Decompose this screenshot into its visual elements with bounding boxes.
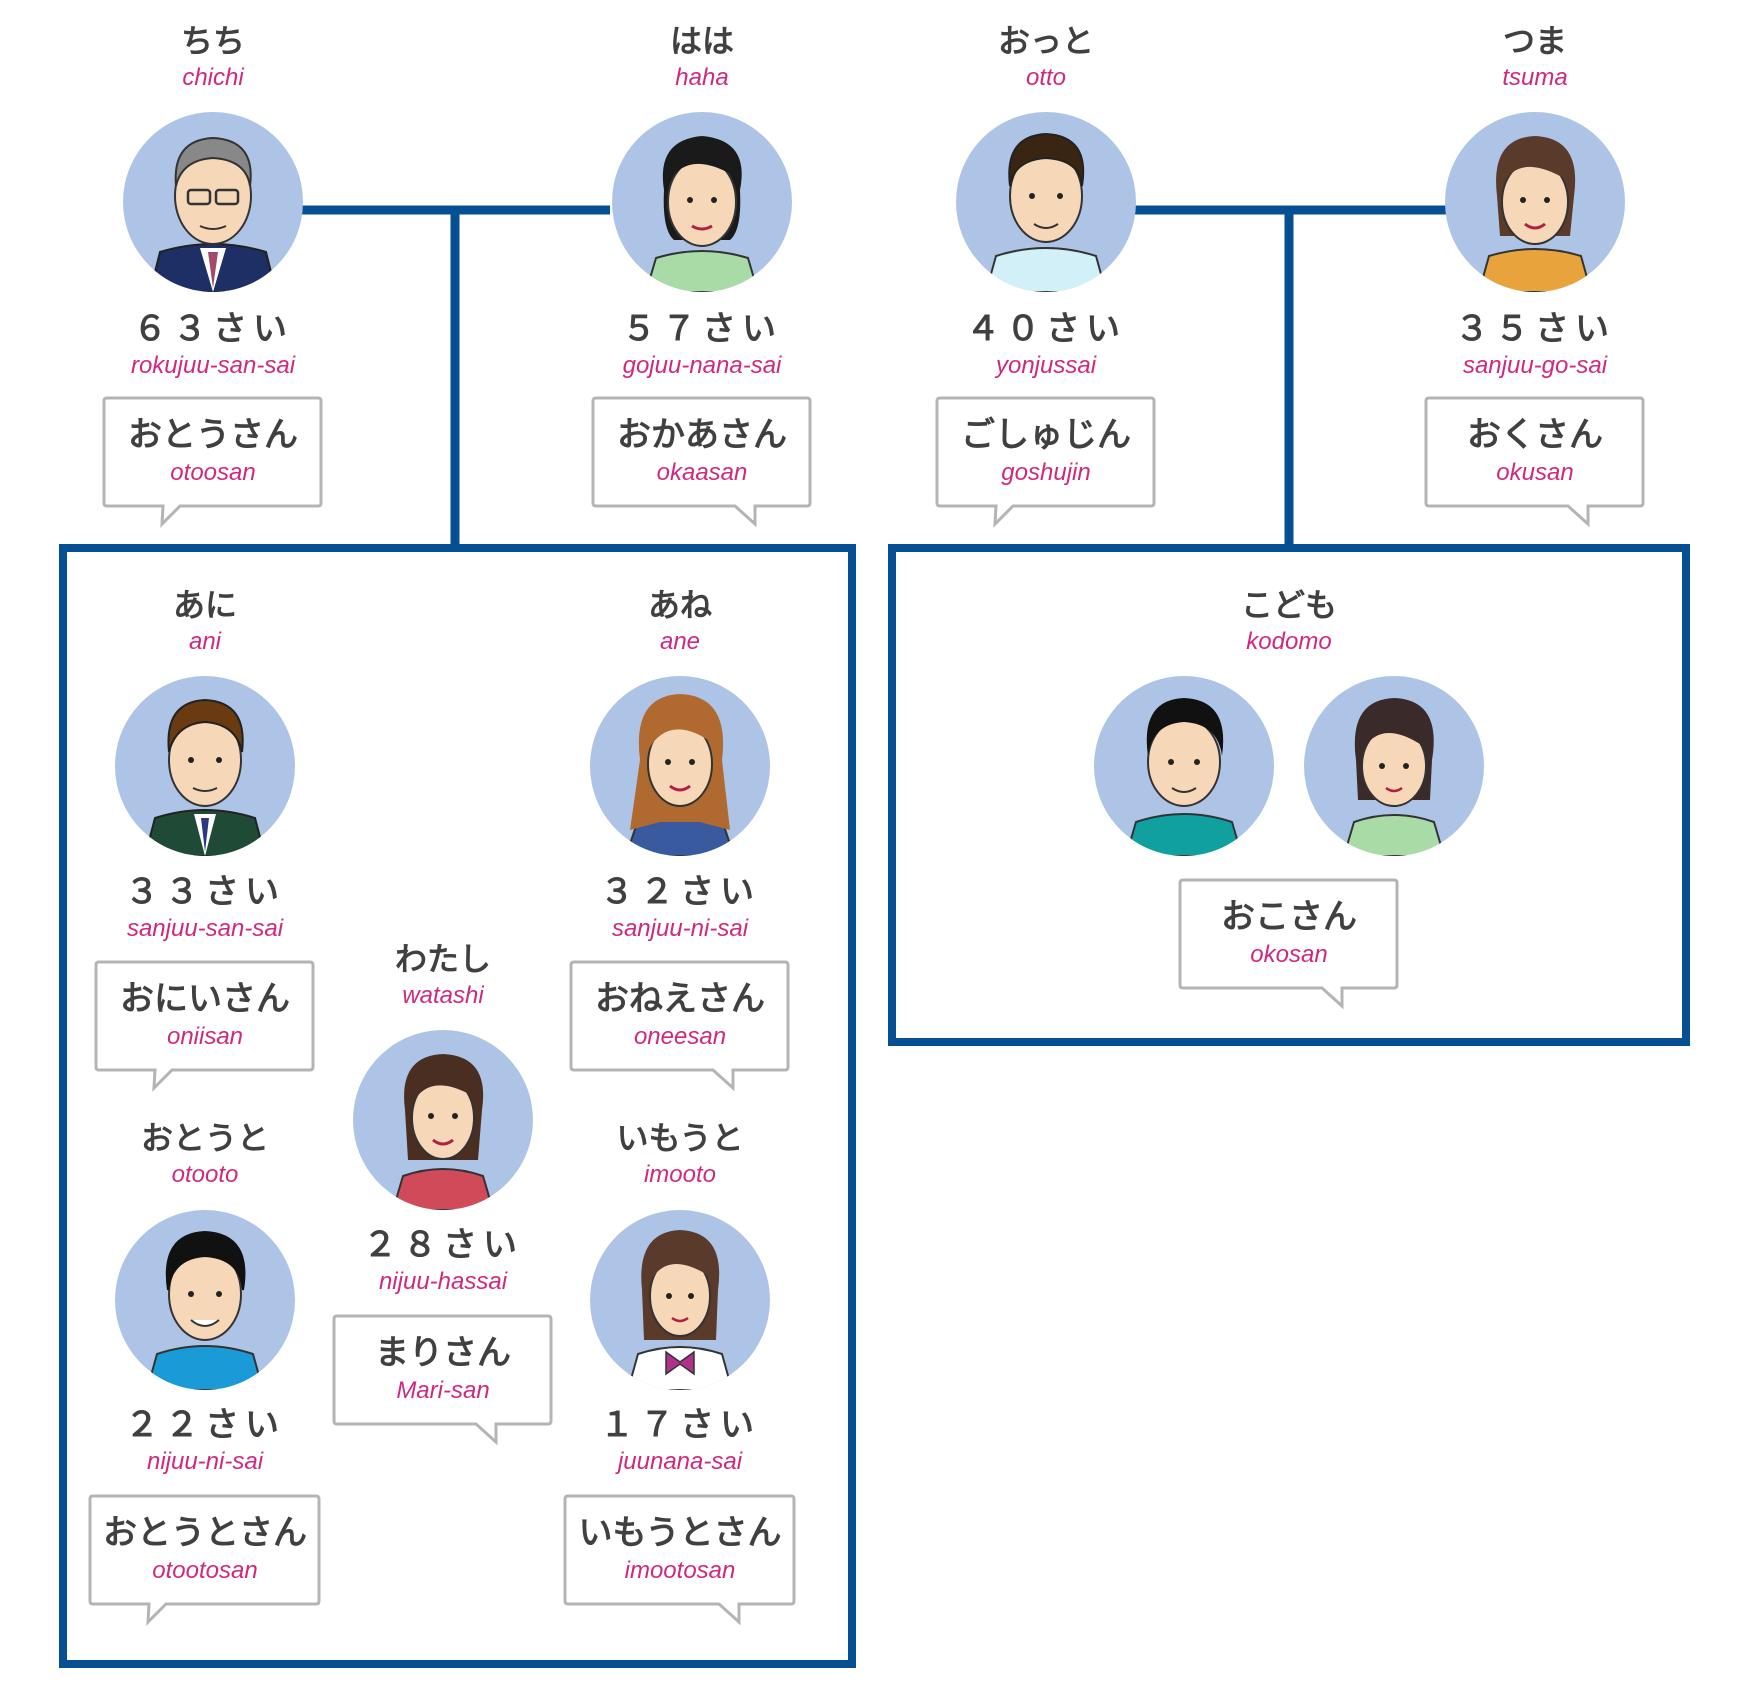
polite-term: おねえさん	[595, 979, 765, 1019]
woman-icon	[1445, 112, 1625, 292]
speech-bubble	[569, 960, 790, 1092]
age-romaji: sanjuu-ni-sai	[612, 915, 749, 942]
kinship-romaji: imooto	[644, 1161, 716, 1188]
speech-bubble	[94, 960, 315, 1092]
man-in-suit-icon	[115, 676, 295, 856]
schoolgirl-icon	[590, 1210, 770, 1390]
person-watashi: わたし watashi ２８さい nijuu-hassai まりさん Mari-…	[332, 940, 553, 1446]
polite-romaji: otootosan	[152, 1557, 257, 1584]
connector-lines	[300, 205, 1448, 548]
age: ３５さい	[1455, 309, 1615, 349]
person-ane: あね ane ３２さい sanjuu-ni-sai おねえさん oneesan	[569, 586, 790, 1092]
kinship-romaji: watashi	[402, 982, 484, 1009]
kinship-romaji: otto	[1026, 64, 1066, 91]
speech-bubble	[563, 1494, 796, 1626]
age-romaji: juunana-sai	[615, 1448, 743, 1475]
children-group-box	[888, 544, 1690, 1046]
age: ２２さい	[125, 1405, 285, 1445]
polite-term: おくさん	[1467, 415, 1603, 455]
boy-icon	[1094, 676, 1274, 856]
person-haha: はは haha ５７さい gojuu-nana-sai おかあさん okaasa…	[591, 22, 812, 528]
person-ani: あに ani ３３さい sanjuu-san-sai おにいさん oniisan	[94, 586, 315, 1092]
speech-bubble	[88, 1494, 321, 1626]
young-woman-icon	[353, 1030, 533, 1210]
speech-bubble	[102, 396, 323, 528]
polite-romaji: oniisan	[167, 1023, 243, 1050]
age-romaji: sanjuu-go-sai	[1463, 352, 1608, 379]
kinship-romaji: kodomo	[1246, 628, 1331, 655]
person-chichi: ちち chichi ６３さい rokujuu-san-sai おとうさん oto…	[102, 22, 323, 528]
speech-bubble	[935, 396, 1156, 528]
kinship-term: こども	[1241, 586, 1337, 624]
age-romaji: nijuu-ni-sai	[147, 1448, 264, 1475]
kinship-romaji: chichi	[182, 64, 244, 91]
woman-long-hair-icon	[590, 676, 770, 856]
person-otto: おっと otto ４０さい yonjussai ごしゅじん goshujin	[935, 22, 1156, 528]
age: ３３さい	[125, 872, 285, 912]
kinship-term: いもうと	[616, 1119, 743, 1157]
kinship-term: あに	[173, 586, 237, 624]
age-romaji: nijuu-hassai	[379, 1268, 508, 1295]
kinship-romaji: ane	[660, 628, 700, 655]
kinship-romaji: tsuma	[1502, 64, 1567, 91]
kinship-term: おっと	[998, 22, 1094, 60]
speech-bubble	[332, 1314, 553, 1446]
polite-term: まりさん	[375, 1333, 511, 1373]
kinship-term: おとうと	[141, 1119, 269, 1157]
kinship-term: はは	[670, 22, 734, 60]
polite-term: おとうさん	[128, 415, 298, 455]
polite-term: ごしゅじん	[961, 415, 1131, 455]
polite-term: いもうとさん	[579, 1513, 782, 1553]
polite-romaji: Mari-san	[396, 1377, 489, 1404]
older-man-with-glasses-icon	[123, 112, 303, 292]
kinship-romaji: otooto	[172, 1161, 239, 1188]
age: ５７さい	[622, 309, 782, 349]
age: ４０さい	[966, 309, 1126, 349]
kinship-term: ちち	[181, 22, 245, 60]
kinship-romaji: ani	[189, 628, 222, 655]
polite-term: おこさん	[1221, 897, 1357, 937]
girl-icon	[1304, 676, 1484, 856]
young-man-icon	[115, 1210, 295, 1390]
person-imooto: いもうと imooto １７さい juunana-sai いもうとさん imoo…	[563, 1119, 796, 1626]
person-tsuma: つま tsuma ３５さい sanjuu-go-sai おくさん okusan	[1424, 22, 1645, 528]
kinship-term: わたし	[395, 940, 491, 978]
kinship-term: つま	[1503, 22, 1567, 60]
age-romaji: yonjussai	[994, 352, 1097, 379]
speech-bubble	[591, 396, 812, 528]
age: ２８さい	[363, 1225, 523, 1265]
man-icon	[956, 112, 1136, 292]
kinship-term: あね	[648, 586, 712, 624]
polite-romaji: goshujin	[1001, 459, 1090, 486]
age: ６３さい	[133, 309, 293, 349]
speech-bubble	[1424, 396, 1645, 528]
polite-romaji: okaasan	[657, 459, 748, 486]
polite-romaji: imootosan	[625, 1557, 736, 1584]
siblings-group-box	[59, 544, 856, 1668]
polite-romaji: okusan	[1496, 459, 1573, 486]
speech-bubble	[1178, 878, 1399, 1010]
age: ３２さい	[600, 872, 760, 912]
polite-term: おとうとさん	[103, 1513, 307, 1553]
group-kodomo: こども kodomo	[1094, 586, 1484, 1010]
age-romaji: sanjuu-san-sai	[127, 915, 284, 942]
polite-romaji: okosan	[1250, 941, 1327, 968]
age-romaji: rokujuu-san-sai	[131, 352, 296, 379]
kinship-romaji: haha	[675, 64, 728, 91]
age: １７さい	[600, 1405, 760, 1445]
person-otooto: おとうと otooto ２２さい nijuu-ni-sai おとうとさん oto…	[88, 1119, 321, 1626]
polite-romaji: otoosan	[170, 459, 255, 486]
older-woman-icon	[612, 112, 792, 292]
age-romaji: gojuu-nana-sai	[623, 352, 782, 379]
polite-term: おかあさん	[617, 415, 787, 455]
polite-romaji: oneesan	[634, 1023, 726, 1050]
polite-term: おにいさん	[120, 979, 290, 1019]
